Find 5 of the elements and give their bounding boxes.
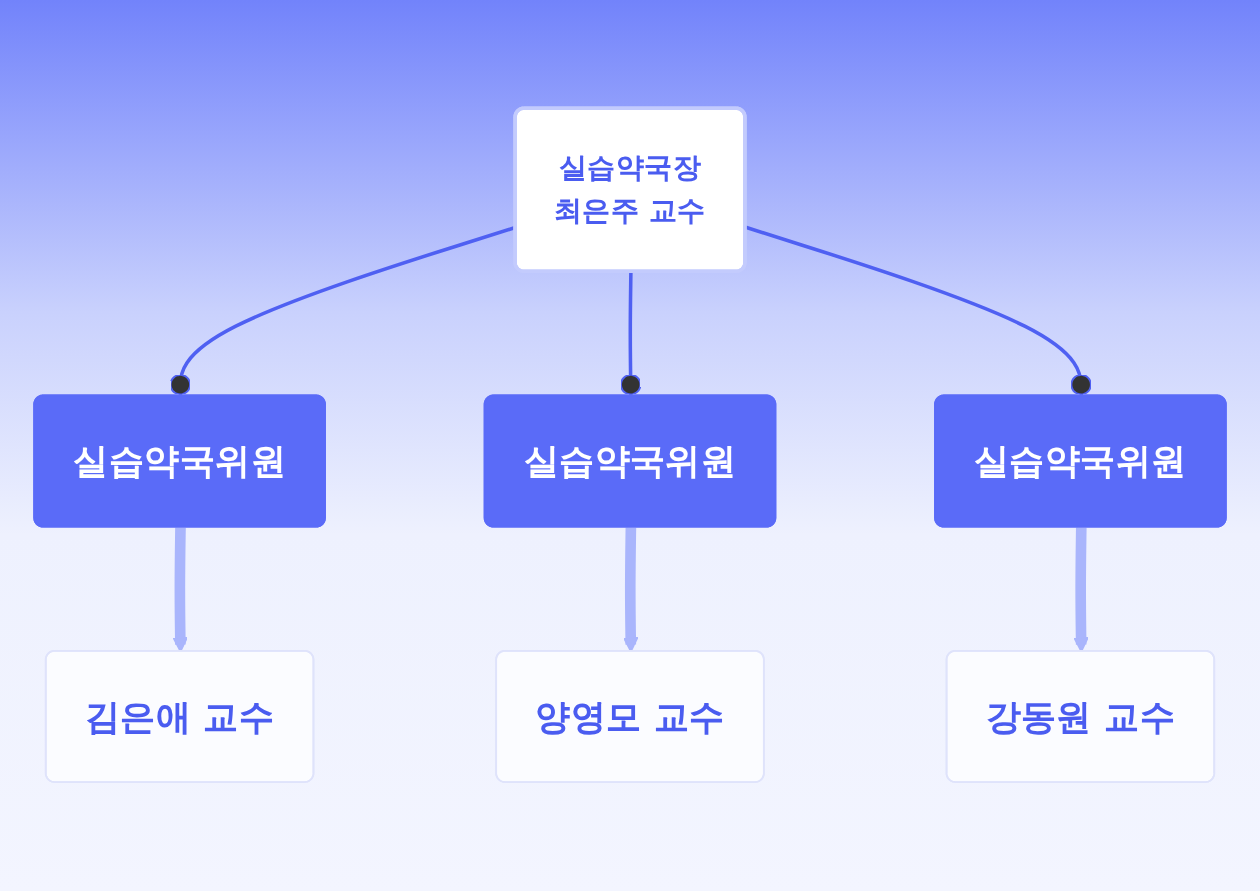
- arrow: [622, 527, 639, 653]
- arrow: [1073, 527, 1089, 653]
- arrow: [172, 527, 189, 653]
- connector: [620, 272, 642, 397]
- connector: [745, 225, 1092, 397]
